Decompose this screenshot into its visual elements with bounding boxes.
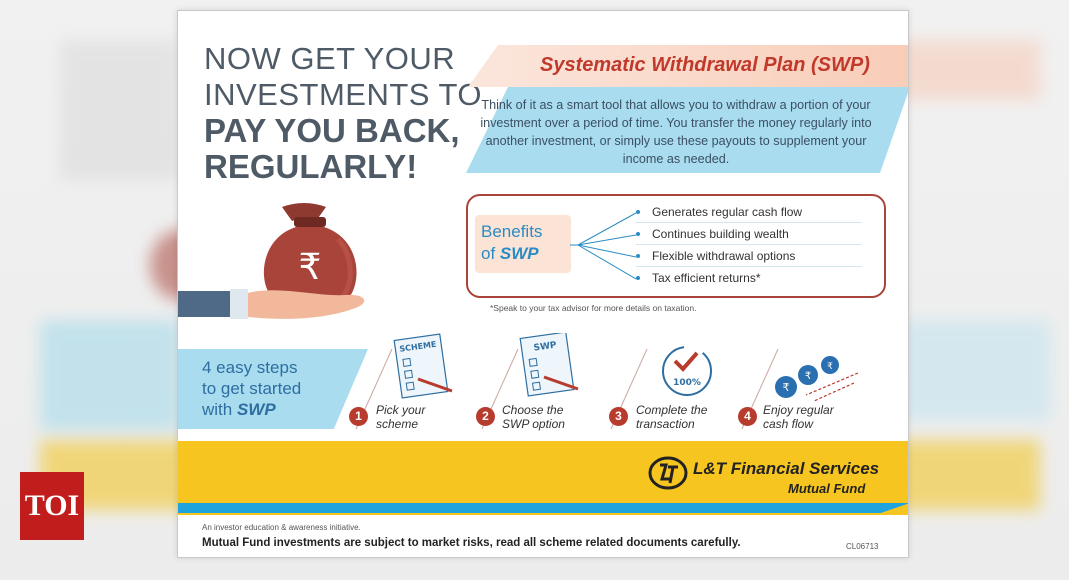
blur-shape (40, 320, 180, 430)
tax-note: *Speak to your tax advisor for more deta… (490, 303, 697, 313)
step-number: 3 (609, 407, 628, 426)
toi-logo: TOI (20, 472, 84, 540)
steps-intro-swp: SWP (236, 400, 276, 419)
step-label-line-1: Enjoy regular (763, 403, 834, 417)
svg-text:₹: ₹ (827, 362, 833, 372)
headline-line-2: INVESTMENTS TO (204, 77, 483, 112)
complete-percent-label: 100% (673, 378, 701, 388)
benefit-item: Flexible withdrawal options (652, 249, 796, 263)
brand-name: L&T Financial Services (693, 459, 880, 478)
bullet-icon (636, 276, 640, 280)
step-label-line-1: Choose the (502, 403, 564, 417)
step-label-line-1: Pick your (376, 403, 426, 417)
benefit-item: Tax efficient returns* (652, 271, 761, 285)
swp-doc-label: SWP (533, 340, 558, 353)
disclaimer: Mutual Fund investments are subject to m… (202, 537, 741, 549)
infographic-card: NOW GET YOUR INVESTMENTS TO PAY YOU BACK… (177, 10, 909, 558)
lt-logo-icon (648, 456, 688, 490)
swp-title: Systematic Withdrawal Plan (SWP) (540, 54, 870, 76)
initiative-note: An investor education & awareness initia… (202, 523, 361, 532)
step-label-line-2: cash flow (763, 417, 814, 431)
benefits-title-of: of (481, 244, 496, 263)
svg-text:₹: ₹ (299, 247, 322, 288)
brand-banner (178, 441, 908, 515)
benefit-item: Continues building wealth (652, 227, 789, 241)
headline: NOW GET YOUR INVESTMENTS TO PAY YOU BACK… (204, 41, 482, 185)
svg-text:₹: ₹ (783, 381, 790, 394)
blur-shape (900, 320, 1050, 420)
blur-shape (900, 40, 1040, 100)
benefits-tag (475, 215, 571, 273)
step-label: Pick your scheme (376, 403, 425, 431)
benefit-item: Generates regular cash flow (652, 205, 803, 219)
swp-description: Think of it as a smart tool that allows … (480, 98, 872, 166)
step-number: 4 (738, 407, 757, 426)
step-label: Enjoy regular cash flow (763, 403, 834, 431)
benefits-connector-lines (570, 212, 637, 280)
money-bag-hand-icon: ₹ (178, 203, 365, 319)
benefits-title-swp: SWP (499, 244, 539, 263)
benefits-title-word: Benefits (481, 222, 543, 241)
step-label-line-2: scheme (376, 417, 419, 431)
headline-line-4: REGULARLY! (204, 148, 418, 185)
step-number: 1 (349, 407, 368, 426)
bullet-icon (636, 254, 640, 258)
step-label: Complete the transaction (636, 403, 707, 431)
step-label-line-1: Complete the (636, 403, 708, 417)
swp-title-band (468, 45, 908, 87)
step-label-line-2: transaction (636, 417, 695, 431)
headline-line-1: NOW GET YOUR (204, 41, 456, 76)
document-code: CL06713 (846, 542, 879, 551)
brand-subtitle: Mutual Fund (788, 481, 866, 496)
money-bags-icon: ₹ ₹ ₹ (741, 348, 859, 430)
steps-intro-line-1: 4 easy steps (202, 358, 298, 377)
benefits-title: Benefits of SWP (481, 221, 542, 265)
steps-band (178, 349, 368, 429)
steps-intro: 4 easy steps to get started with SWP (202, 357, 301, 420)
divider (636, 222, 862, 223)
steps-intro-line-2: to get started (202, 379, 302, 398)
steps-intro-line-3: with (202, 400, 233, 419)
blur-shape (60, 40, 180, 180)
benefits-box (466, 194, 886, 298)
step-label: Choose the SWP option (502, 403, 565, 431)
svg-text:₹: ₹ (805, 371, 811, 382)
step-number: 2 (476, 407, 495, 426)
complete-100-percent-icon: 100% (610, 346, 712, 430)
bullet-icon (636, 232, 640, 236)
bullet-icon (636, 210, 640, 214)
swp-description-band (466, 87, 909, 173)
step-label-line-2: SWP option (502, 417, 565, 431)
headline-line-3: PAY YOU BACK, (204, 112, 460, 149)
brand-stripe (178, 503, 908, 513)
scheme-document-icon: SCHEME (355, 333, 453, 430)
divider (636, 244, 862, 245)
divider (636, 266, 862, 267)
